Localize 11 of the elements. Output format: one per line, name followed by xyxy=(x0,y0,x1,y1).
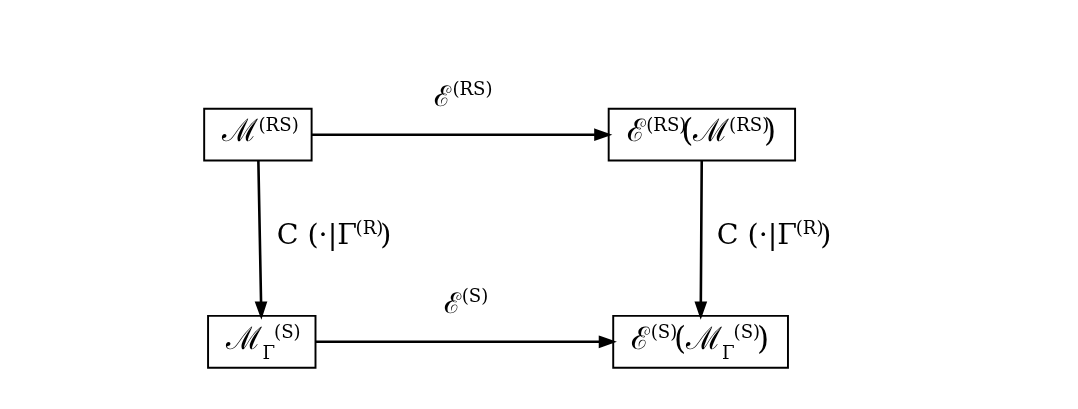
node-box: ℳ$^{(RS)}$ xyxy=(202,107,313,162)
edge-label: C (·|Γ$^{(R)}$) xyxy=(276,216,391,252)
edge-label: ℰ$^{(S)}$ xyxy=(443,285,488,320)
edge-label: ℰ$^{(RS)}$ xyxy=(433,78,493,113)
node-box: ℰ$^{(S)}$(ℳ$_{Γ}$$^{(S)}$) xyxy=(611,314,789,369)
node-box: ℰ$^{(RS)}$(ℳ$^{(RS)}$) xyxy=(607,107,796,162)
arrow xyxy=(311,128,612,142)
arrow xyxy=(254,160,267,320)
arrow xyxy=(693,160,707,320)
edge-label: C (·|Γ$^{(R)}$) xyxy=(716,216,831,252)
arrow xyxy=(315,335,617,349)
